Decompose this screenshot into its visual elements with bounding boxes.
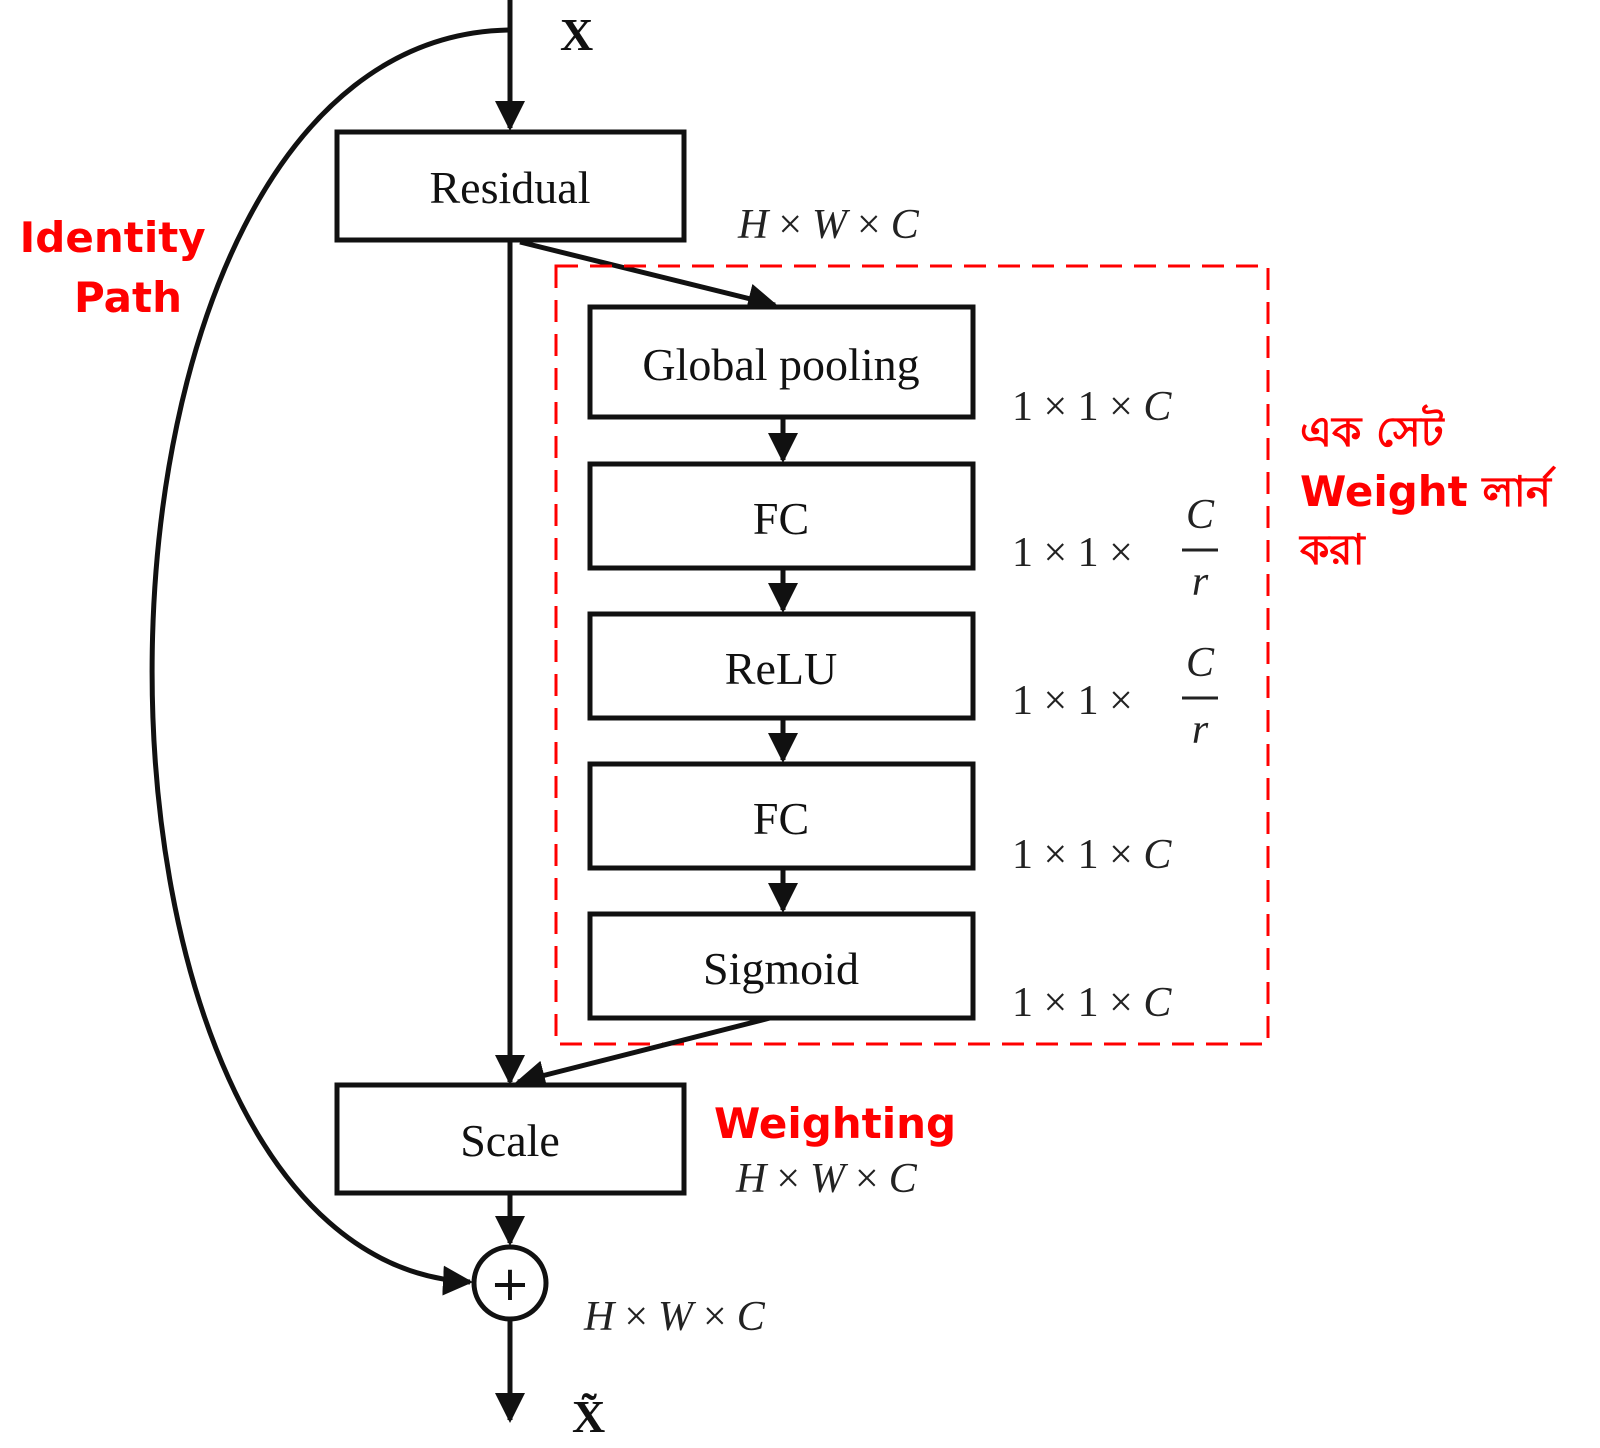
sigmoid-label: Sigmoid [703,943,859,994]
relu-dims: 1 × 1 × C r [1012,640,1218,753]
global-pooling-label: Global pooling [642,339,919,390]
svg-text:C: C [1186,492,1215,538]
relu-block: ReLU [587,611,976,721]
sum-node: + [471,1244,549,1322]
excitation-dashed-box [554,264,1270,1046]
weighting-annotation: Weighting [714,1099,956,1148]
residual-label: Residual [430,162,591,213]
residual-block: Residual [334,129,687,243]
fc1-block: FC [587,461,976,571]
fc2-block: FC [587,761,976,871]
fc2-label: FC [753,793,809,844]
scale-dims: H×W×C [735,1156,918,1202]
sigmoid-block: Sigmoid [587,911,976,1021]
scale-block: Scale [334,1082,687,1196]
learn-weights-annotation: এক সেট Weight লার্ন করা [1298,404,1566,574]
sigmoid-dims: 1 × 1 × C [1012,980,1172,1026]
identity-path-annotation: Identity Path [20,213,221,322]
identity-path-curve [149,27,509,1296]
sigmoid-to-scale-arrow [515,1015,771,1090]
relu-label: ReLU [725,643,837,694]
residual-to-pooling-arrow [519,239,778,314]
svg-text:r: r [1192,559,1209,605]
fc1-label: FC [753,493,809,544]
svg-text:C: C [1186,640,1215,686]
scale-label: Scale [460,1115,560,1166]
fc1-dims: 1 × 1 × C r [1012,492,1218,605]
svg-text:1 × 1 ×: 1 × 1 × [1012,530,1133,576]
global-pooling-block: Global pooling [587,304,976,420]
sum-dims: H×W×C [583,1294,766,1340]
svg-text:1 × 1 ×: 1 × 1 × [1012,678,1133,724]
svg-text:r: r [1192,707,1209,753]
input-label: X [560,9,593,60]
output-label: X̃ [572,1391,605,1442]
fc2-dims: 1 × 1 × C [1012,832,1172,878]
pooling-dims: 1 × 1 × C [1012,384,1172,430]
residual-dims: H×W×C [737,202,920,248]
sum-symbol: + [490,1256,530,1312]
